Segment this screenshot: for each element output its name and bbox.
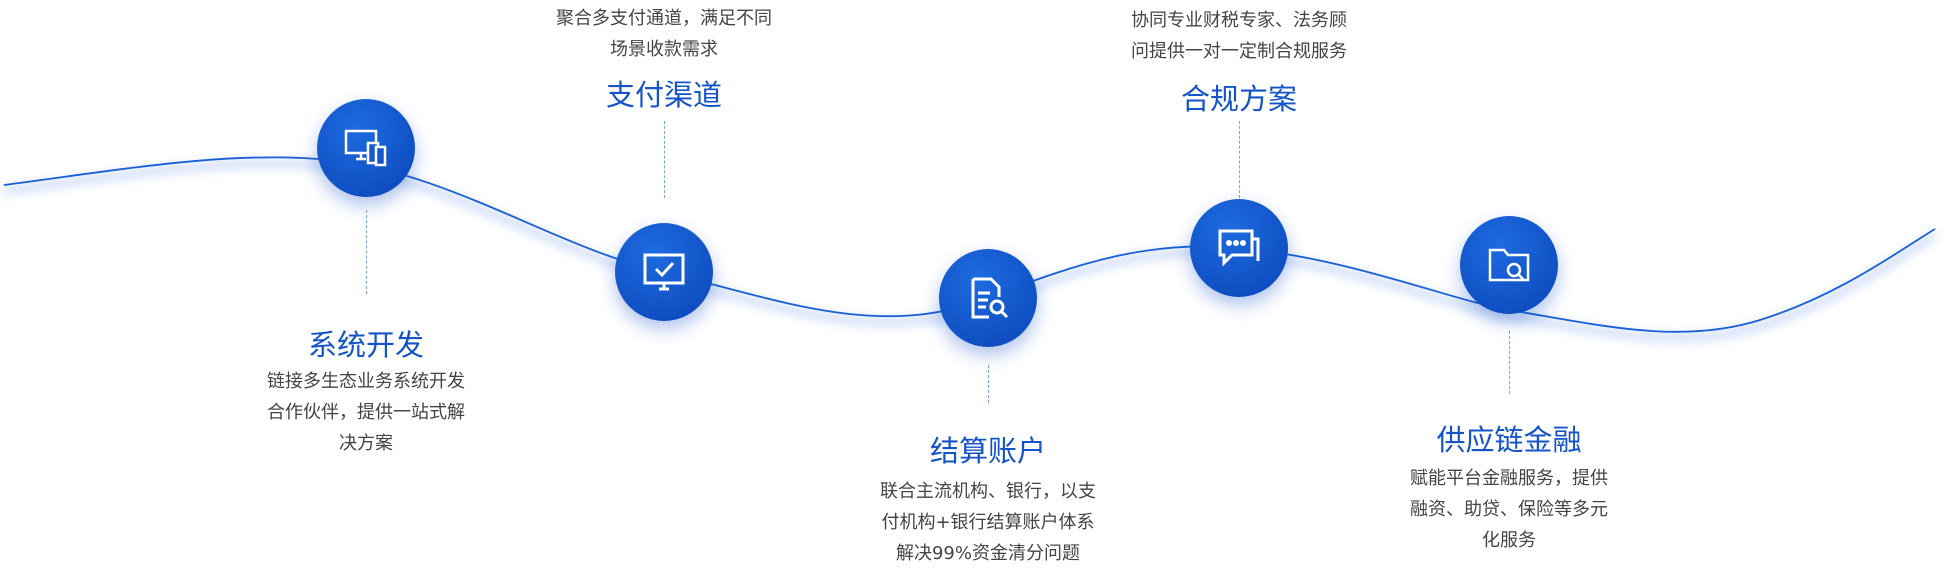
stage-node-settlement [939, 249, 1037, 347]
connector-dash [1239, 121, 1240, 198]
connector-dash [988, 365, 989, 403]
connector-dash [1509, 331, 1510, 394]
stage-node-supply-chain [1460, 216, 1558, 314]
desc-line: 场景收款需求 [610, 39, 718, 60]
stage-description: 聚合多支付通道，满足不同 场景收款需求 [556, 3, 772, 65]
stage-title: 支付渠道 [605, 78, 723, 112]
desc-line: 链接多生态业务系统开发 [267, 371, 465, 392]
desc-line: 解决99%资金清分问题 [895, 543, 1080, 564]
stage-title: 供应链金融 [1436, 423, 1582, 457]
devices-icon [344, 129, 387, 167]
stage-description: 链接多生态业务系统开发 合作伙伴，提供一站式解 决方案 [267, 366, 465, 459]
monitor-check-icon [643, 253, 685, 291]
folder-search-icon [1488, 248, 1530, 282]
document-search-icon [971, 277, 1009, 319]
stage-node-system-dev [317, 99, 415, 197]
stage-title: 结算账户 [929, 434, 1047, 468]
stage-description: 联合主流机构、银行，以支 付机构+银行结算账户体系 解决99%资金清分问题 [880, 476, 1096, 569]
desc-line: 合作伙伴，提供一站式解 [267, 402, 465, 423]
desc-line: 融资、助贷、保险等多元 [1410, 499, 1608, 520]
desc-line: 决方案 [339, 433, 393, 454]
desc-line: 问提供一对一定制合规服务 [1131, 41, 1347, 62]
connector-dash [664, 121, 665, 198]
stage-node-payment [615, 223, 713, 321]
stage-description: 赋能平台金融服务，提供 融资、助贷、保险等多元 化服务 [1410, 463, 1608, 556]
stage-title: 合规方案 [1180, 82, 1298, 116]
stage-node-compliance [1190, 199, 1288, 297]
stage-title: 系统开发 [307, 328, 425, 362]
stage-description: 协同专业财税专家、法务顾 问提供一对一定制合规服务 [1131, 5, 1347, 67]
desc-line: 联合主流机构、银行，以支 [880, 481, 1096, 502]
desc-line: 付机构+银行结算账户体系 [881, 512, 1095, 533]
desc-line: 协同专业财税专家、法务顾 [1131, 10, 1347, 31]
desc-line: 赋能平台金融服务，提供 [1410, 468, 1608, 489]
desc-line: 化服务 [1482, 530, 1536, 551]
connector-dash [366, 210, 367, 294]
desc-line: 聚合多支付通道，满足不同 [556, 8, 772, 29]
chat-icon [1218, 229, 1260, 267]
